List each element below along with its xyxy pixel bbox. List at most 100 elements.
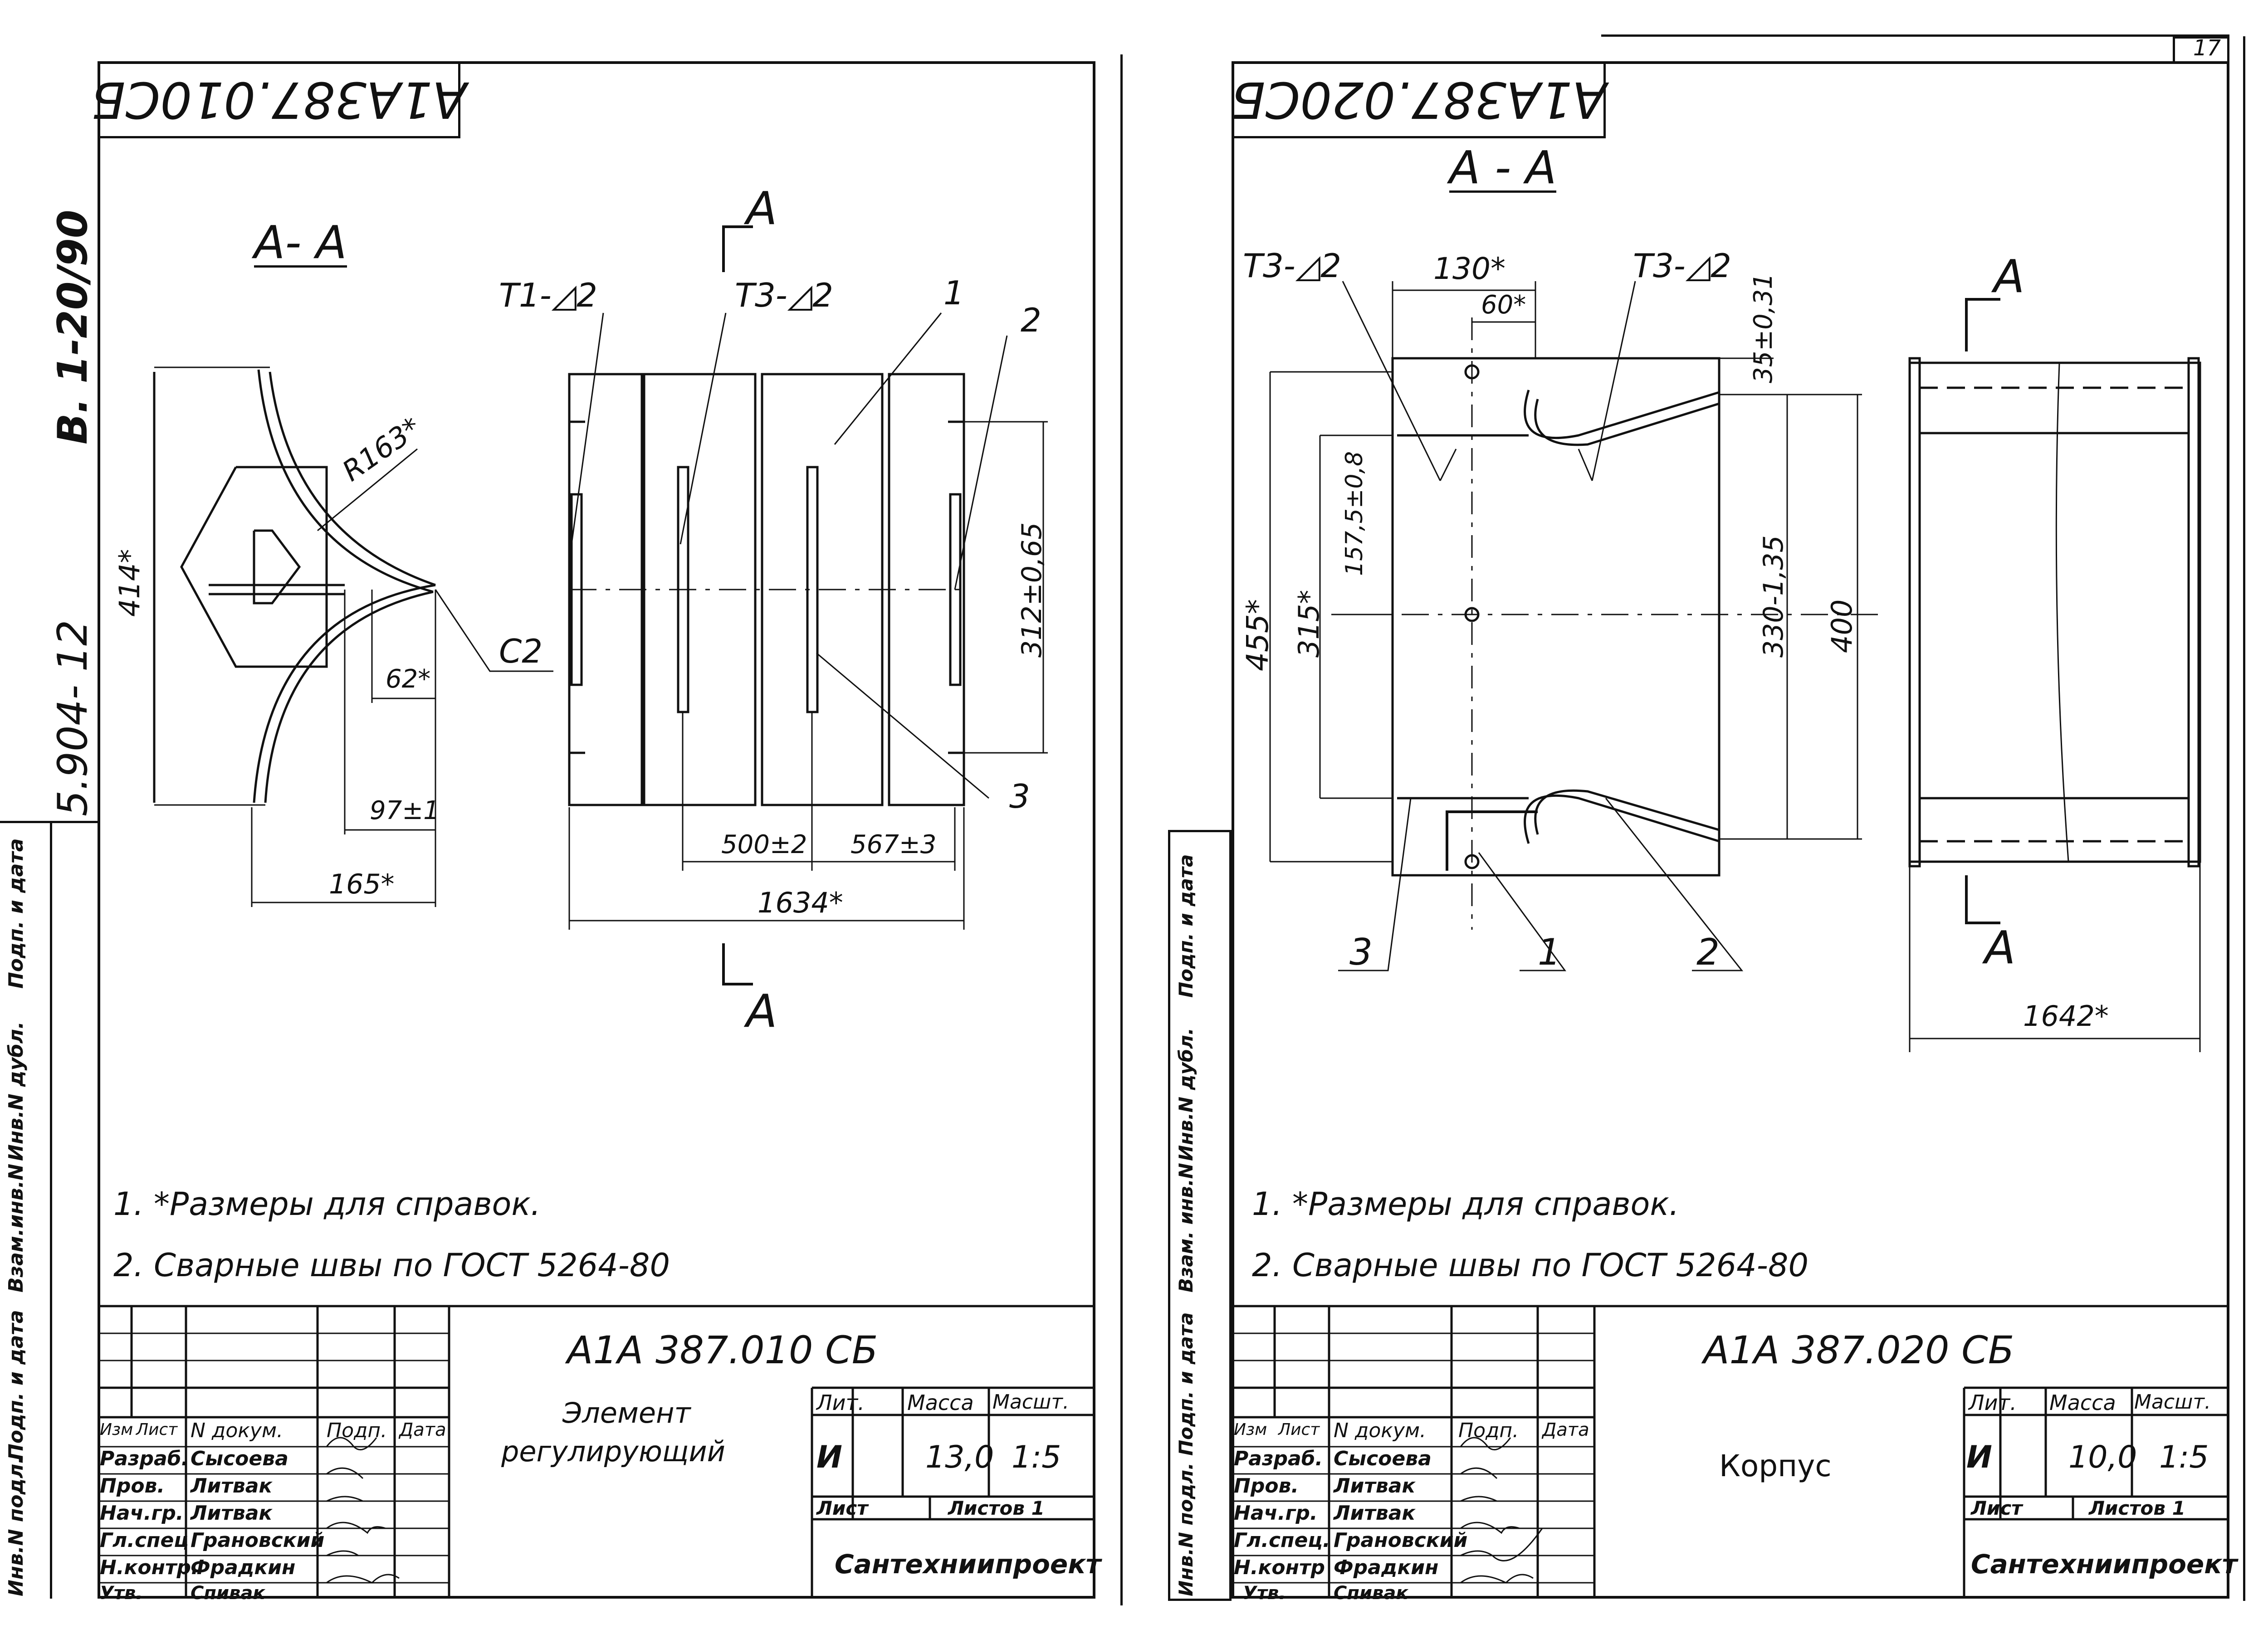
left-upper-arc-inner (257, 369, 434, 593)
right-section-title: А - А (1449, 141, 1557, 194)
right-name-row-3: Литвак (1334, 1502, 1416, 1525)
right-edge-line (2243, 36, 2245, 1601)
left-sheets-label: Листов 1 (948, 1497, 1045, 1519)
right-name-row-1: Сысоева (1334, 1447, 1432, 1470)
right-section-mark-bottom: А (1984, 921, 2016, 974)
left-name-1: Элемент (562, 1396, 691, 1429)
left-role-4: Гл.спец (100, 1529, 189, 1552)
left-hdr-list: Лист (136, 1420, 178, 1439)
left-gusset (180, 466, 328, 668)
right-label-pos1: 1 (1538, 931, 1561, 973)
right-section-mark-top: А (1994, 250, 2025, 303)
sheet-number-box (2173, 36, 2229, 63)
left-mass-value: 13,0 (925, 1439, 994, 1475)
left-gusset-inner (253, 529, 301, 605)
left-hdr-sign: Подп. (327, 1419, 387, 1442)
right-role-3: Нач.гр. (1234, 1502, 1318, 1525)
left-signatures (326, 1437, 400, 1584)
right-dim-35: 35±0,31 (1749, 273, 1778, 383)
right-binding-strip (1168, 830, 1232, 1601)
left-name-row-3: Литвак (191, 1502, 273, 1525)
left-org: Сантехниипроект (835, 1549, 1101, 1580)
left-label-pos2: 2 (1021, 301, 1041, 339)
right-side-view (1908, 361, 2201, 863)
right-label-t3-right: Т3-◿2 (1633, 247, 1731, 285)
right-dim-60: 60* (1481, 290, 1526, 320)
left-scale-value: 1:5 (1012, 1439, 1061, 1475)
left-dim-312: 312±0,65 (1016, 522, 1048, 658)
left-sheet-frame (98, 61, 1095, 1599)
left-section-title: А- А (254, 216, 347, 269)
left-name-row-5: Фрадкин (191, 1556, 296, 1579)
right-mass-value: 10,0 (2068, 1439, 2137, 1475)
right-sheet-frame (1232, 61, 2229, 1599)
left-label-c2: С2 (499, 632, 543, 670)
right-role-4: Гл.спец. (1234, 1529, 1330, 1552)
right-dim-400: 400 (1825, 599, 1858, 653)
left-top-stamp: А1А387.010СБ (91, 61, 467, 138)
right-label-pos2: 2 (1696, 931, 1720, 973)
left-name-2: регулирующий (501, 1435, 725, 1468)
left-hdr-izm: Изм (100, 1420, 133, 1439)
right-dim-455: 455* (1240, 599, 1275, 671)
left-lit-label: Лит. (816, 1390, 865, 1415)
right-dim-157: 157,5±0,8 (1341, 451, 1368, 576)
right-note-2: 2. Сварные швы по ГОСТ 5264-80 (1252, 1247, 1809, 1284)
right-dim-1642: 1642* (2023, 1000, 2109, 1033)
left-sheet-label: Лист (816, 1497, 868, 1519)
right-lit-label: Лит. (1969, 1390, 2017, 1415)
right-name-row-6: Спивак (1334, 1583, 1408, 1604)
left-label-t1: Т1-◿2 (499, 276, 597, 314)
right-hdr-sign: Подп. (1458, 1419, 1519, 1442)
left-title-grid (98, 1305, 1095, 1599)
left-dim-567: 567±3 (850, 830, 937, 859)
right-sheet-label: Лист (1971, 1497, 2023, 1519)
right-dim-330: 330-1,35 (1758, 535, 1789, 658)
left-name-row-6: Спивак (191, 1583, 265, 1604)
left-upper-arc (269, 371, 436, 586)
left-section-mark-bottom: А (746, 985, 777, 1038)
right-hdr-doc: N докум. (1334, 1419, 1427, 1442)
right-role-2: Пров. (1234, 1474, 1299, 1497)
right-name-row-5: Фрадкин (1334, 1556, 1439, 1579)
left-dim-97: 97±1 (370, 796, 440, 825)
left-dim-1634: 1634* (758, 886, 843, 919)
right-name: Корпус (1719, 1449, 1832, 1483)
top-edge-line (1601, 34, 2229, 37)
left-label-pos1: 1 (943, 274, 964, 312)
left-lower-arc-inner (253, 584, 436, 803)
right-housing (1391, 357, 1721, 877)
left-name-row-4: Грановский (191, 1529, 325, 1552)
left-hdr-date: Дата (399, 1419, 446, 1440)
left-designation: А1А 387.010 СБ (567, 1328, 878, 1372)
center-fold-line (1120, 54, 1123, 1605)
left-lower-arc (264, 590, 434, 803)
left-name-row-1: Сысоева (191, 1447, 288, 1470)
right-role-6: Утв. (1243, 1583, 1286, 1604)
left-dim-62: 62* (386, 664, 431, 694)
right-note-1: 1. *Размеры для справок. (1252, 1185, 1679, 1223)
right-lit-value: И (1966, 1439, 1992, 1475)
left-role-2: Пров. (100, 1474, 165, 1497)
right-name-row-2: Литвак (1334, 1474, 1416, 1497)
right-hdr-izm: Изм (1234, 1420, 1267, 1439)
right-hdr-date: Дата (1542, 1419, 1589, 1440)
left-dim-414: 414* (113, 549, 146, 617)
right-dim-315: 315* (1292, 590, 1325, 658)
left-role-5: Н.контр. (100, 1556, 199, 1579)
right-bottom-duct (1524, 794, 1720, 844)
left-binding-strip (0, 821, 98, 1601)
left-mass-label: Масса (907, 1390, 974, 1415)
right-top-duct (1524, 390, 1720, 439)
left-hdr-doc: N докум. (191, 1419, 284, 1442)
left-dim-165: 165* (329, 868, 395, 900)
left-note-2: 2. Сварные швы по ГОСТ 5264-80 (113, 1247, 670, 1284)
left-label-pos3: 3 (1009, 777, 1030, 815)
left-label-t3: Т3-◿2 (735, 276, 833, 314)
right-name-row-4: Грановский (1334, 1529, 1468, 1552)
right-org: Сантехниипроект (1971, 1549, 2238, 1580)
right-title-grid (1232, 1305, 2229, 1599)
right-dim-130: 130* (1433, 251, 1505, 286)
right-label-pos3: 3 (1349, 931, 1373, 973)
